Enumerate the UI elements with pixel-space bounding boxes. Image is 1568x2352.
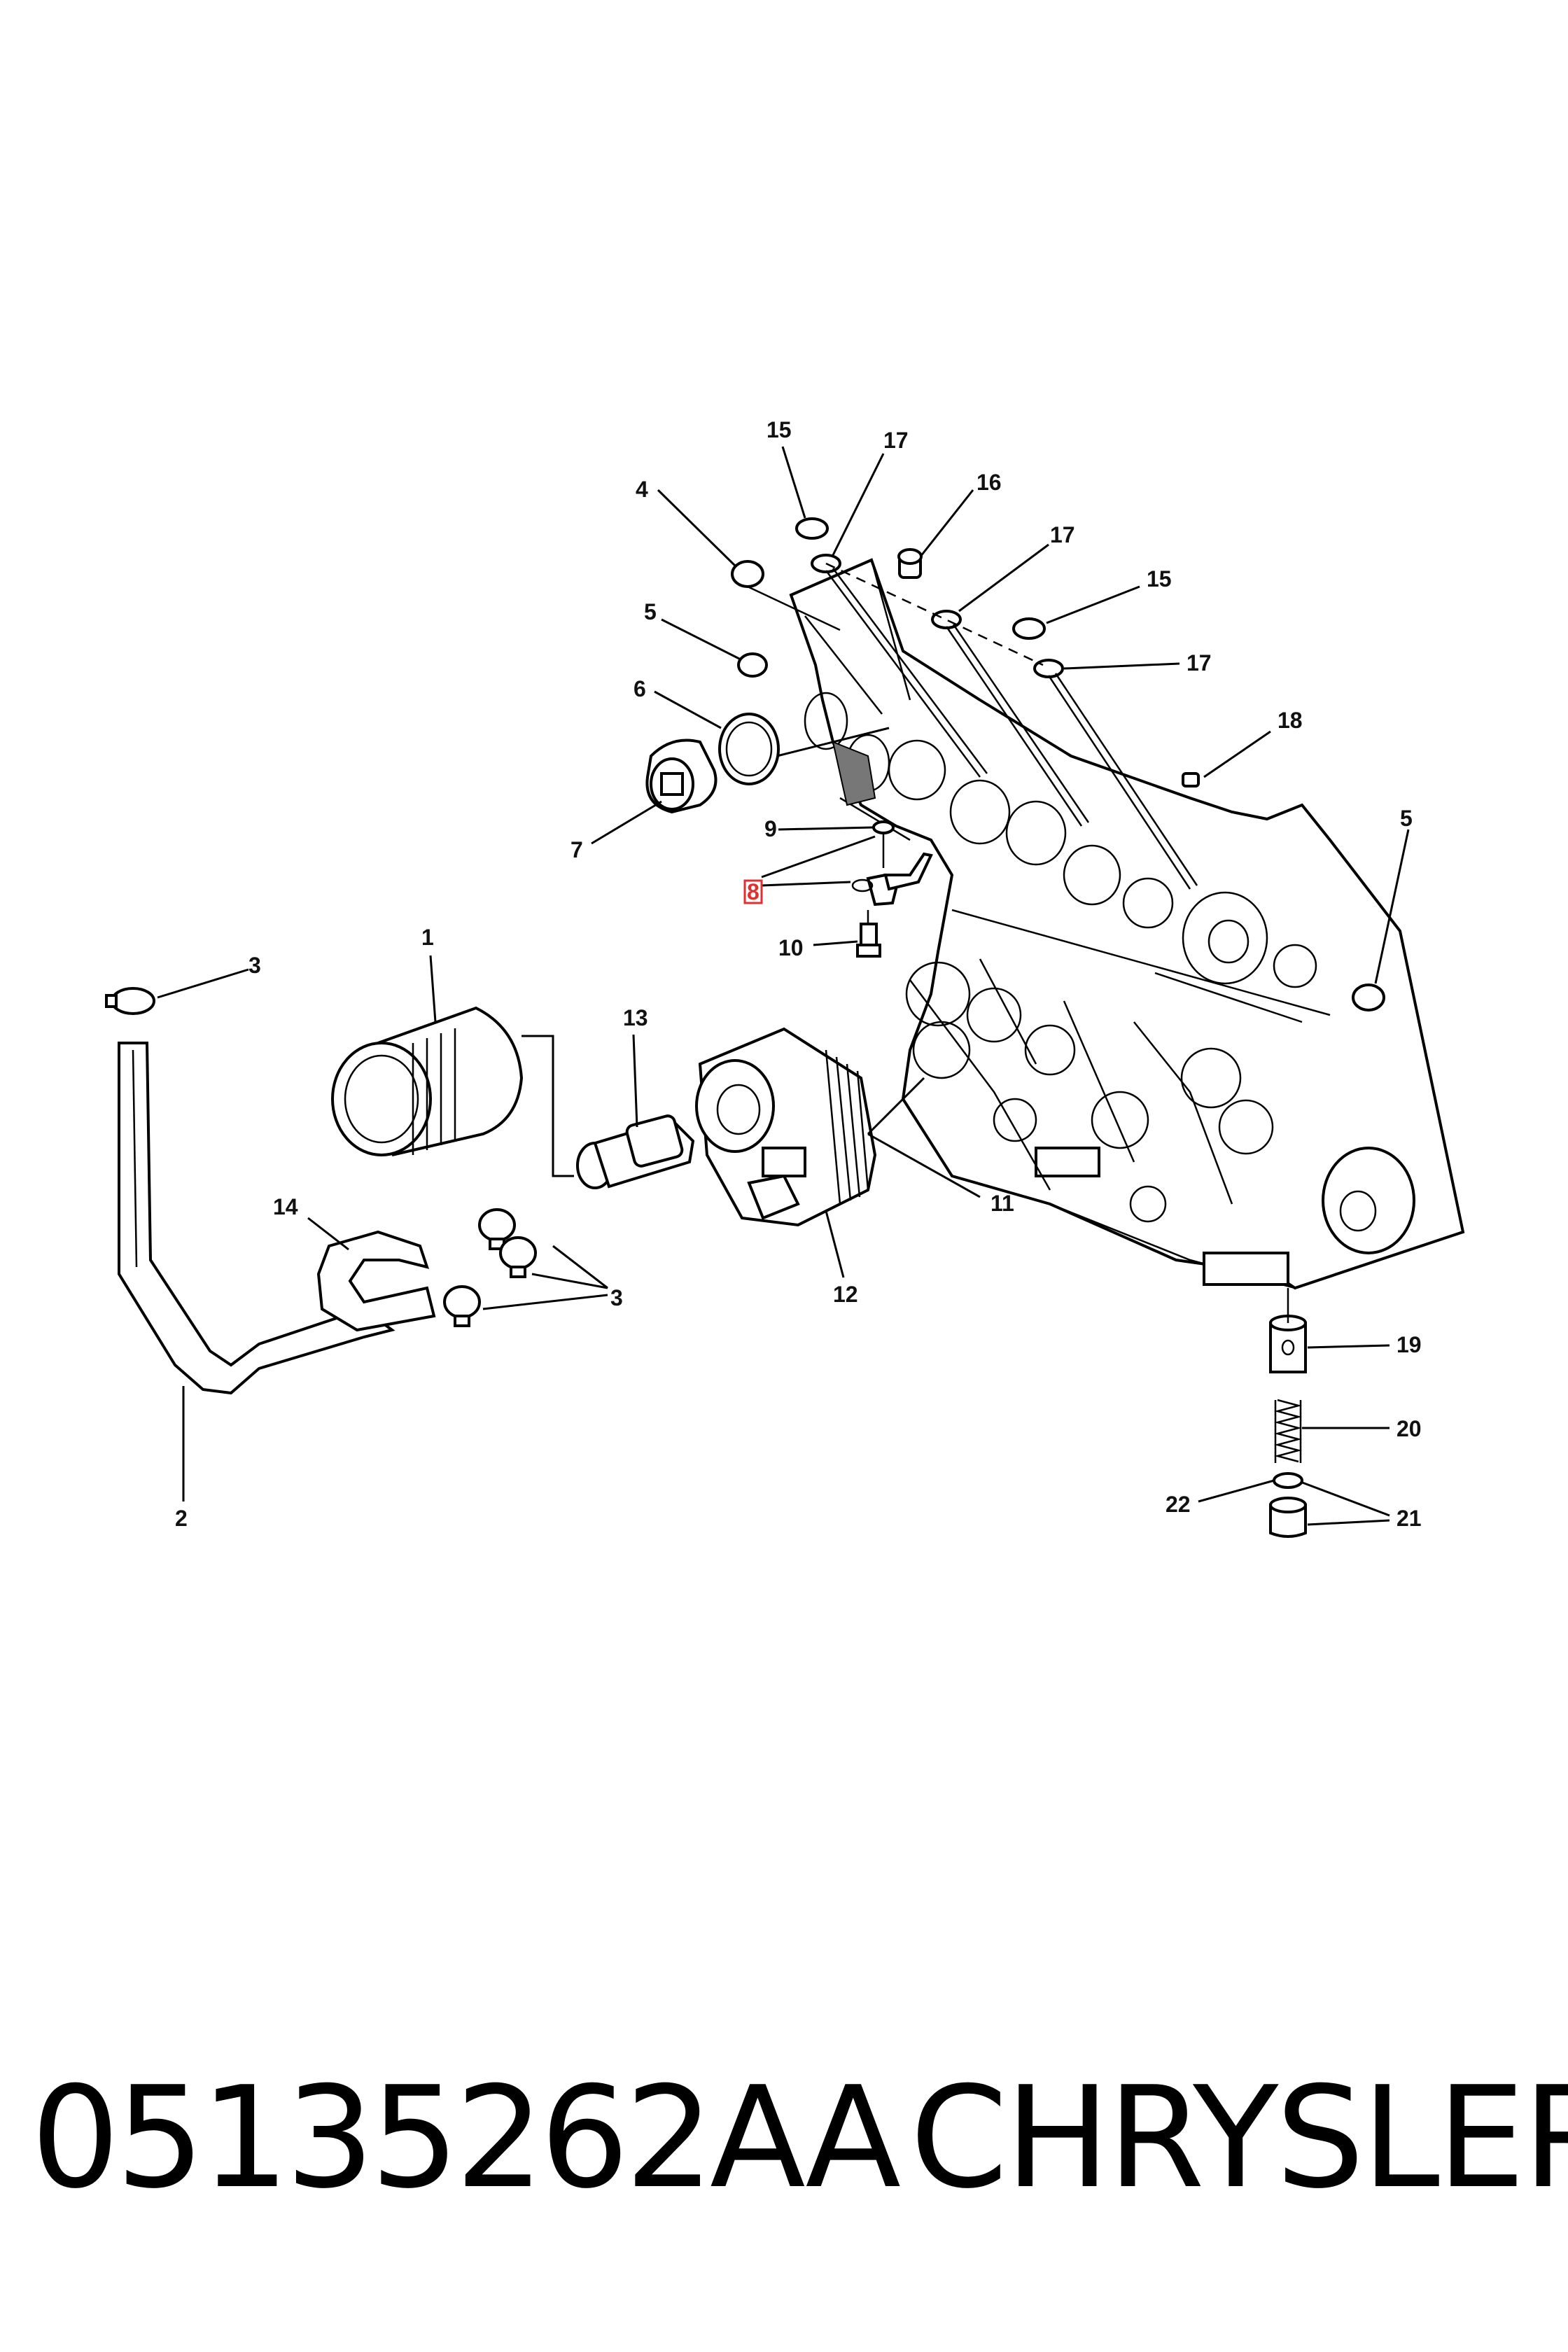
washer-17-middle: [931, 610, 962, 629]
plug-4: [731, 560, 764, 588]
callout-6: 6: [634, 676, 646, 701]
callout-3: 3: [248, 953, 261, 978]
hose-clamp-group: [105, 987, 537, 1327]
oil-jet-tube-8: [851, 852, 933, 906]
callout-20: 20: [1396, 1416, 1422, 1441]
callout-22: 22: [1166, 1492, 1191, 1517]
callout-12: 12: [833, 1282, 858, 1307]
brand-name: CHRYSLER: [910, 2057, 1568, 2220]
callout-21: 21: [1396, 1506, 1422, 1531]
spring-20: [1274, 1399, 1302, 1463]
callout-9: 9: [764, 816, 777, 841]
callout-17: 17: [883, 428, 909, 453]
relief-valve-19: [1269, 1315, 1307, 1373]
center-connector: [576, 1114, 695, 1189]
callout-5: 5: [1400, 806, 1413, 831]
callout-15: 15: [766, 417, 792, 442]
plug-5-right: [1352, 983, 1385, 1011]
callout-2: 2: [175, 1506, 188, 1531]
plug-21: [1269, 1497, 1307, 1538]
bolt-16: [897, 548, 923, 579]
oil-filter-cap-7: [645, 738, 718, 814]
washer-17-right: [1033, 659, 1064, 678]
callout-8-highlight: [743, 879, 763, 904]
callout-16: 16: [976, 470, 1002, 495]
callout-19: 19: [1396, 1332, 1422, 1357]
cooler-hose: [118, 1042, 396, 1395]
washer-22: [1273, 1472, 1303, 1489]
callout-13: 13: [623, 1005, 648, 1030]
callout-11: 11: [990, 1191, 1014, 1216]
callout-15: 15: [1147, 566, 1172, 592]
bolt-15-left: [795, 517, 829, 540]
callout-7: 7: [570, 837, 583, 862]
plug-5-top: [737, 652, 768, 678]
bolt-10: [856, 923, 881, 958]
engine-block: [789, 558, 1465, 1290]
callout-10: 10: [778, 935, 804, 960]
callout-14: 14: [273, 1194, 298, 1219]
elbow-hose: [316, 1230, 436, 1332]
o-ring-6: [718, 713, 780, 785]
callout-17: 17: [1050, 522, 1075, 547]
leader-lines: [157, 446, 1410, 1526]
callout-18: 18: [1278, 708, 1303, 733]
part-number: 05135262AA: [31, 2057, 901, 2220]
plug-18: [1182, 772, 1200, 788]
callout-1: 1: [421, 925, 434, 950]
oil-cooler: [695, 1027, 877, 1227]
callout-labels: 1 2 3 3 4 5 5 6 7 8 9 10 11 12 13 14 15 …: [175, 417, 1422, 1531]
callout-17: 17: [1186, 650, 1212, 676]
oil-filter: [331, 1006, 524, 1156]
callout-4: 4: [636, 477, 648, 502]
bolt-15-right: [1012, 617, 1046, 640]
callout-5: 5: [644, 599, 657, 624]
callout-3: 3: [610, 1285, 623, 1310]
callout-8: 8: [747, 879, 760, 904]
washer-9: [872, 820, 895, 834]
